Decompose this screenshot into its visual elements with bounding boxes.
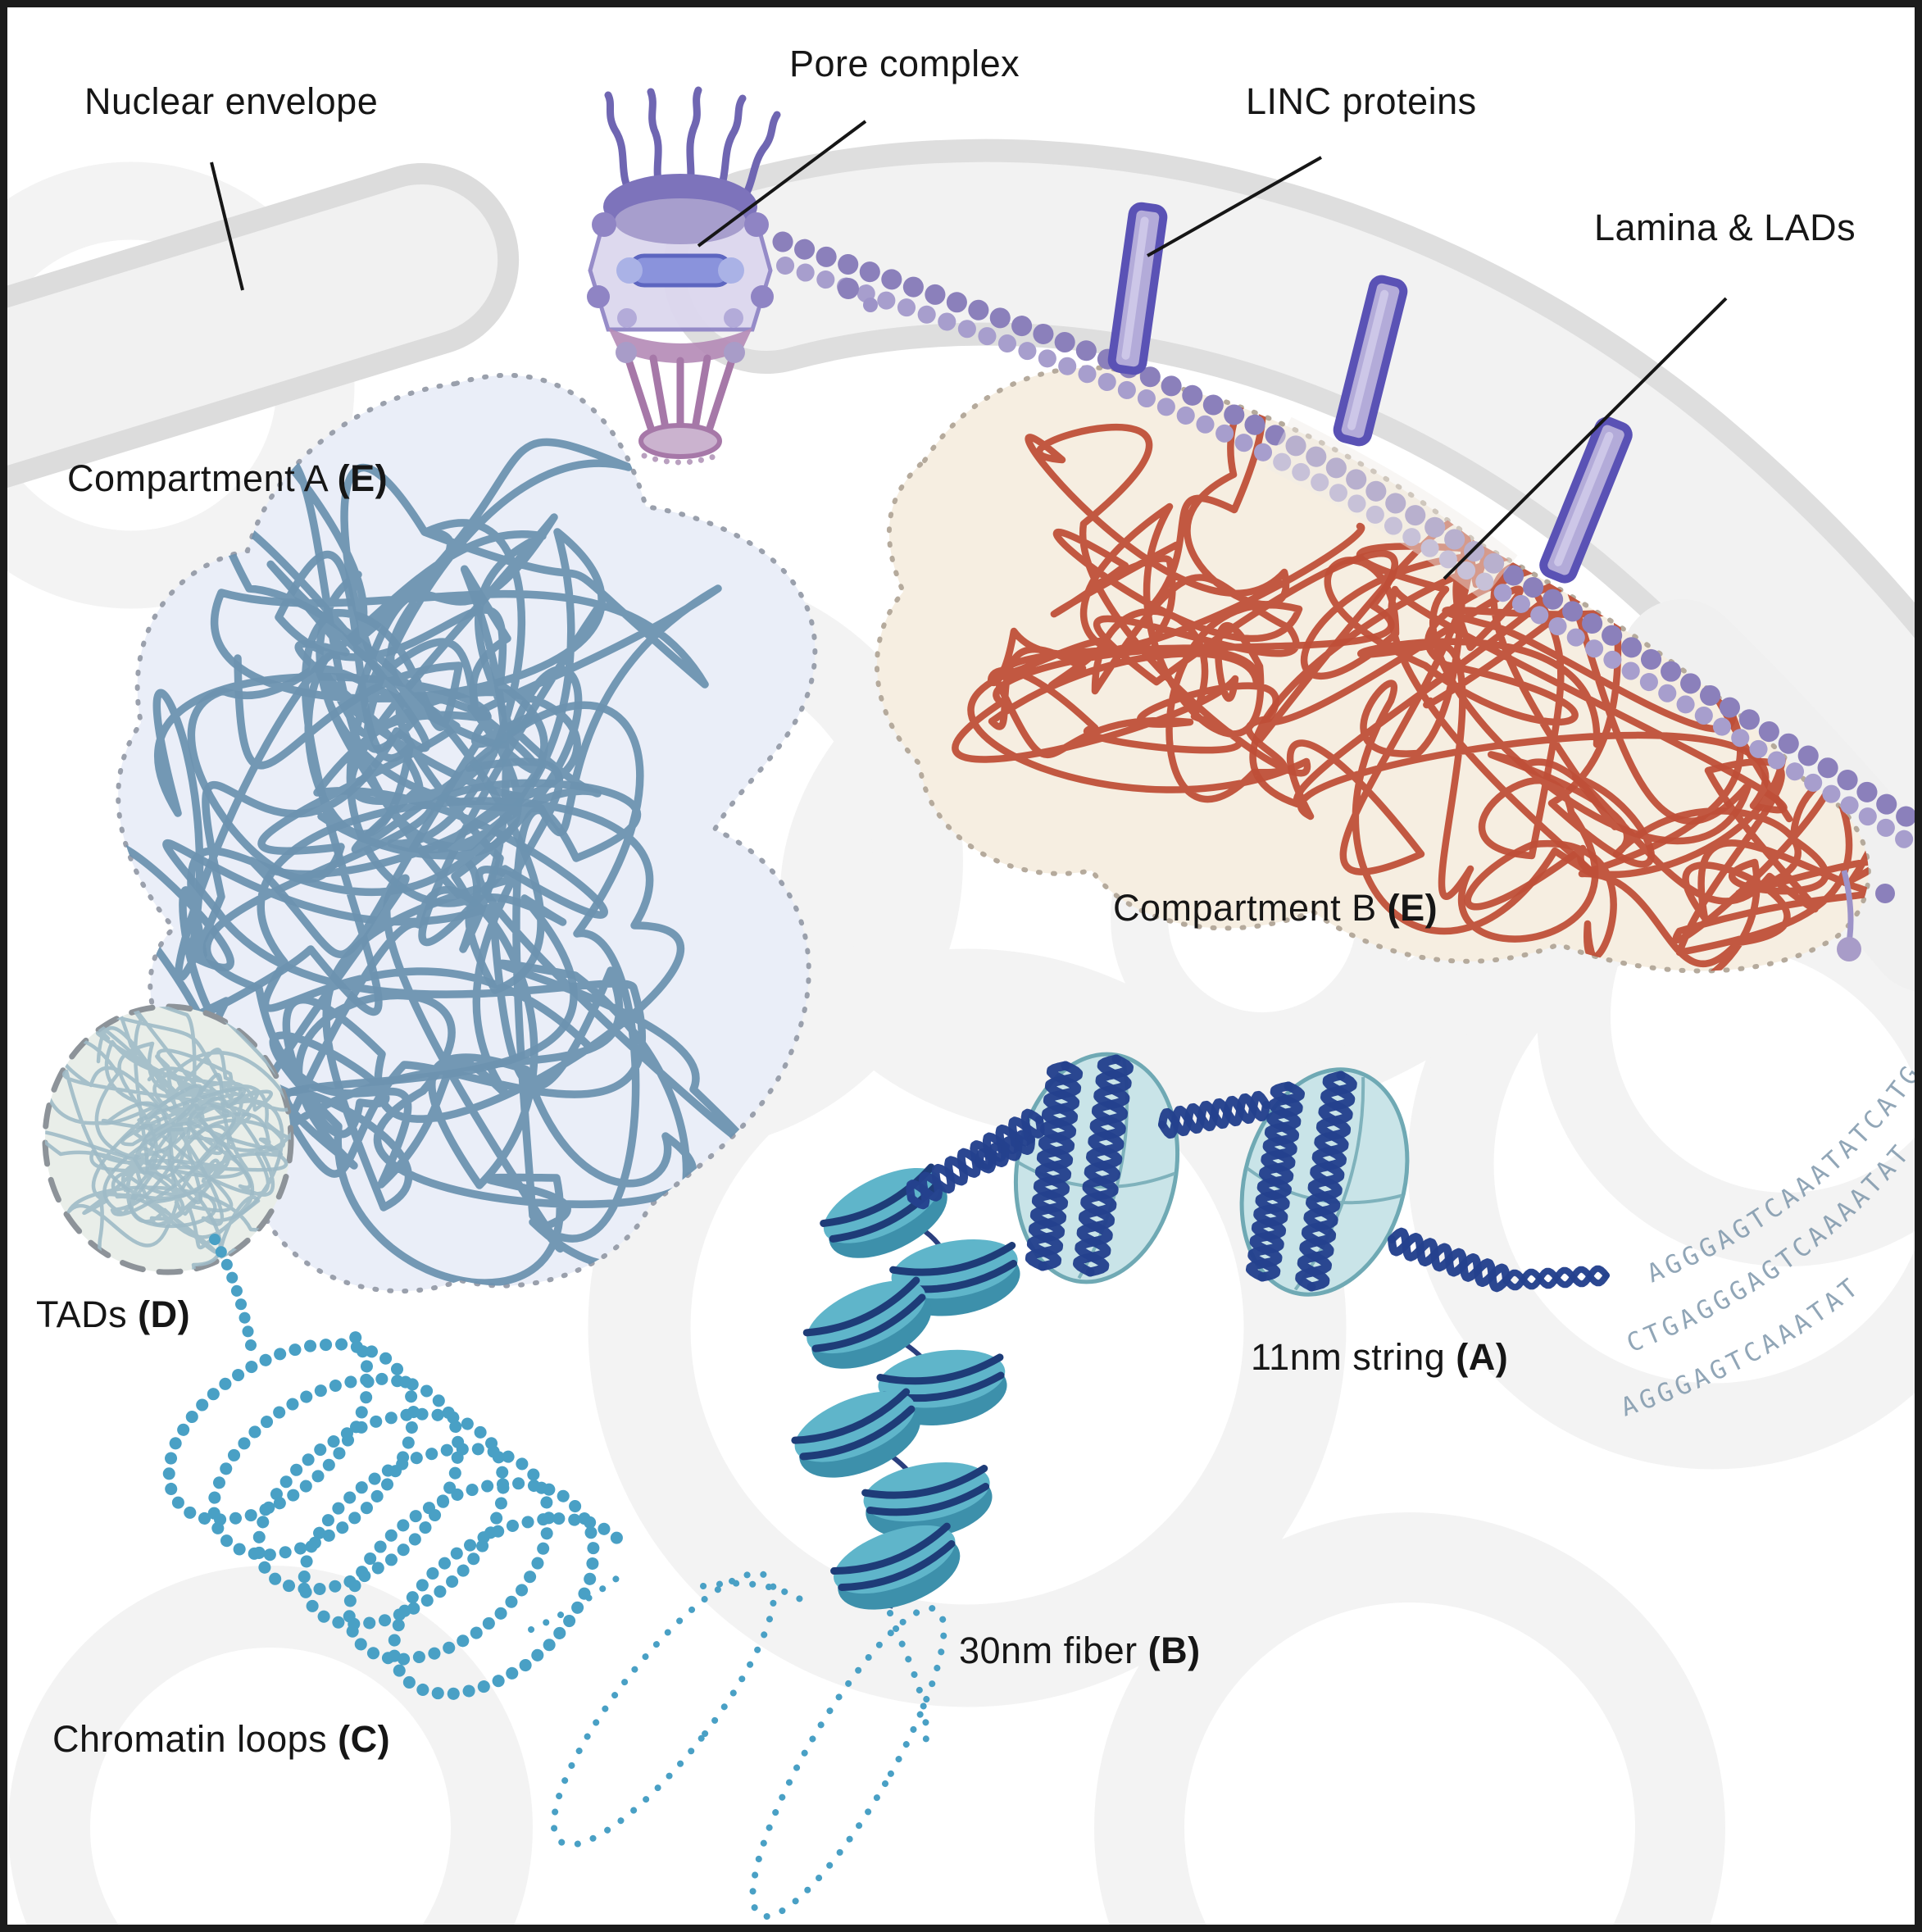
label-lamina-lads: Lamina & LADs [1594,207,1856,248]
label-pore-complex: Pore complex [789,43,1020,84]
dna-helix-strand [1246,1081,1305,1282]
compartment-b-squiggle [1464,657,1869,971]
fiber-30nm-graphic [785,1152,1025,1757]
compartment-b-squiggle [952,392,1398,803]
tads-region [42,1003,294,1275]
dna-helix-strand [1503,1266,1610,1290]
dotted-loop-1 [550,1570,778,1848]
dna-helix-strand [1295,1071,1357,1292]
dna-helix-strand [975,1135,1035,1168]
label-compartment-a: Compartment A (E) [67,457,388,499]
label-11nm-string: 11nm string (A) [1251,1336,1509,1378]
dna-helix-strand [1388,1227,1511,1293]
dna-helix-strand [906,1116,1045,1202]
label-nuclear-envelope: Nuclear envelope [84,80,379,122]
dna-helix-strand [1073,1054,1134,1277]
leader-linc-proteins [1147,156,1322,257]
dna-double-helix [906,1054,1610,1293]
label-linc-proteins: LINC proteins [1246,80,1477,122]
string-11nm-graphic [906,1041,1610,1314]
compartment-a-squiggle [162,701,749,1287]
label-tads: TADs (D) [36,1293,191,1335]
dna-helix-strand [1158,1093,1270,1137]
tad-squiggle [45,1072,291,1272]
leader-lines [210,120,1728,580]
dotted-loop-2 [749,1604,947,1921]
pore-cilia [604,86,781,209]
leader-nuclear-envelope [210,161,244,291]
tads-chromatin [45,1007,291,1272]
label-30nm-fiber: 30nm fiber (B) [959,1630,1201,1671]
label-compartment-b: Compartment B (E) [1113,887,1438,929]
chromatin-loop-coil [162,1234,947,1921]
nuclear-envelope-band [0,139,1922,993]
leader-pore-complex [697,120,867,248]
label-chromatin-loops: Chromatin loops (C) [52,1718,391,1760]
compartment-a-squiggle [187,383,722,947]
dna-helix-strand [1025,1061,1084,1271]
pore-complex-graphic [587,86,781,466]
lamina-beads [772,231,1922,961]
tad-squiggle [45,1007,291,1229]
leader-lamina-lads [1443,297,1728,580]
